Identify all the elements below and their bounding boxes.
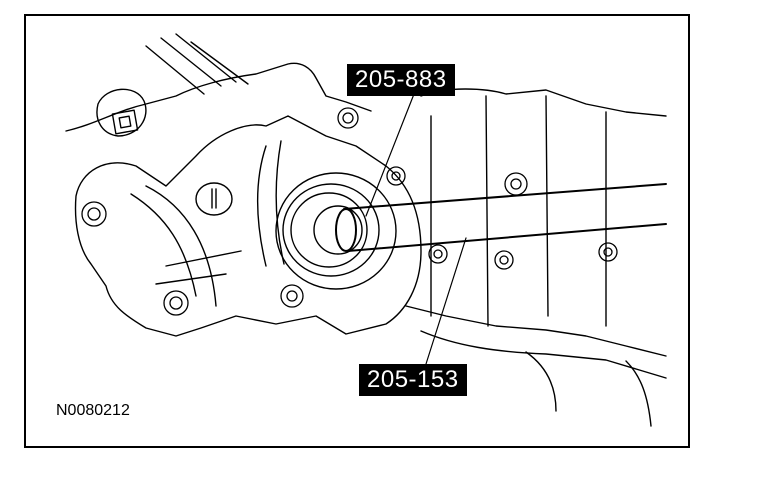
case-bolts xyxy=(428,172,618,270)
leader-205-153 xyxy=(425,237,467,365)
flange-bolts xyxy=(81,107,406,316)
fill-plug xyxy=(195,182,233,216)
callout-205-153: 205-153 xyxy=(359,364,467,396)
figure-frame: 205-883 205-153 N0080212 xyxy=(24,14,690,448)
transmission-body xyxy=(420,88,667,327)
leader-205-883 xyxy=(365,93,415,217)
callout-205-883: 205-883 xyxy=(347,64,455,96)
figure-code: N0080212 xyxy=(56,402,130,419)
square-head-bolt xyxy=(96,88,147,137)
case-cover-ribs xyxy=(130,140,285,307)
transmission-line-drawing xyxy=(65,33,667,427)
transmission-lower xyxy=(405,305,667,379)
case-cover-outline xyxy=(74,115,422,337)
upper-ribs xyxy=(145,33,249,95)
seal-bore xyxy=(275,172,397,290)
installer-handle xyxy=(335,183,667,252)
upper-housing xyxy=(65,62,372,132)
pan-edge xyxy=(525,351,652,427)
